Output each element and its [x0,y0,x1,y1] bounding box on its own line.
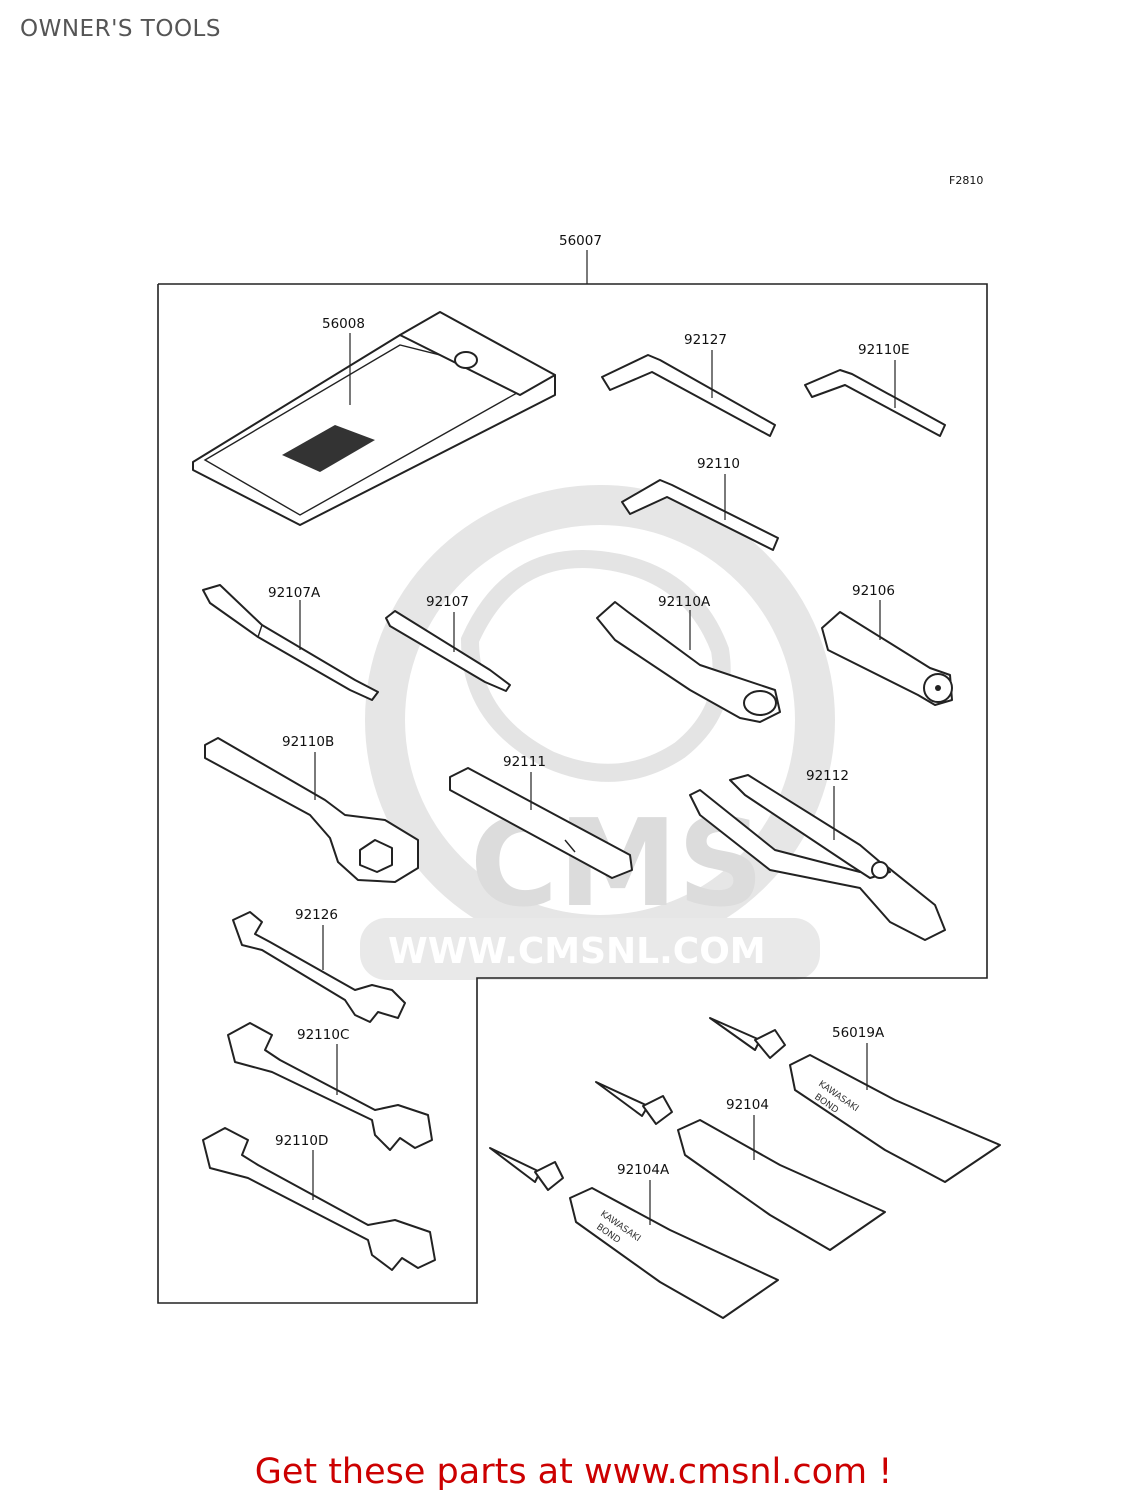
hex-wrench-92110e: 92110E [804,342,946,437]
tool-pouch: 56008 [192,311,556,526]
open-wrench-92110c: 92110C [227,1022,433,1151]
label-92107a: 92107A [268,585,321,601]
bond-tube-92104a: KAWASAKI BOND 92104A [489,1147,779,1319]
label-92111: 92111 [503,754,546,770]
bond-tube-92104: 92104 [595,1081,886,1251]
socket-wrench-92110a: 92110A [596,594,781,723]
bond-tube-56019a: KAWASAKI BOND 56019A [709,1017,1001,1183]
label-92110: 92110 [697,456,740,472]
hex-wrench-92110: 92110 [621,456,779,551]
page-title: OWNER'S TOOLS [20,16,221,42]
label-56008: 56008 [322,316,365,332]
label-92104a: 92104A [617,1162,670,1178]
box-wrench-92110b: 92110B [204,734,419,883]
pouch-flap [399,311,556,396]
figure-code: F2810 [949,174,983,187]
handle-92106: 92106 [821,583,953,706]
watermark-url-text: WWW.CMSNL.COM [388,931,766,972]
label-92106: 92106 [852,583,895,599]
kit-frame [157,283,988,1304]
label-92112: 92112 [806,768,849,784]
label-92110a: 92110A [658,594,711,610]
screwdriver-92107a: 92107A [202,584,379,701]
label-92110b: 92110B [282,734,334,750]
footer-link[interactable]: Get these parts at www.cmsnl.com ! [254,1452,893,1492]
label-92110c: 92110C [297,1027,349,1043]
cms-watermark: CMS WWW.CMSNL.COM [360,485,835,980]
label-92110d: 92110D [275,1133,328,1149]
hex-wrench-92127: 92127 [601,332,776,437]
label-92126: 92126 [295,907,338,923]
pliers-92112: 92112 [689,768,946,941]
label-92110e: 92110E [858,342,909,358]
bar-92111: 92111 [449,754,633,879]
label-56019a: 56019A [832,1025,885,1041]
open-wrench-92110d: 92110D [202,1127,436,1271]
watermark-url-band [360,918,820,980]
pouch-logo [282,425,375,472]
label-56007: 56007 [559,233,602,249]
label-92107: 92107 [426,594,469,610]
label-92104: 92104 [726,1097,769,1113]
open-wrench-92126: 92126 [232,907,406,1023]
pouch-snap [454,351,478,369]
label-92127: 92127 [684,332,727,348]
screwdriver-92107: 92107 [385,594,511,692]
